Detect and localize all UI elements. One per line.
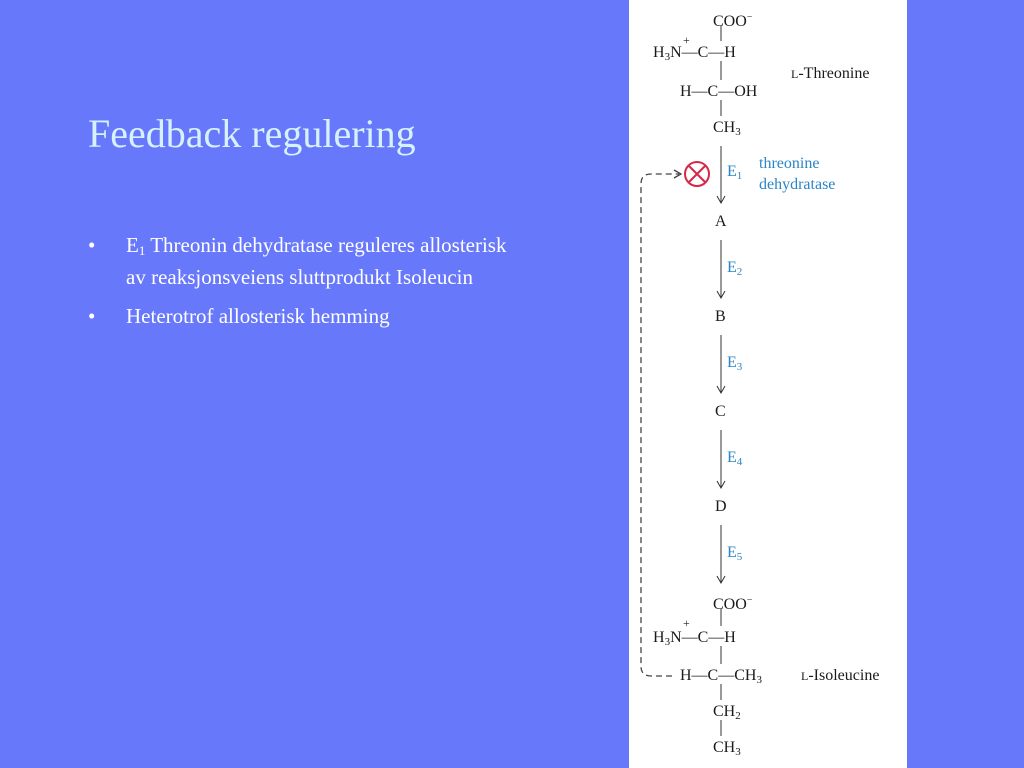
threonine-amino-row: H3N—C—H [653,44,736,64]
enzyme-e2-label: E2 [727,259,743,279]
threonine-name: L-Threonine [791,65,870,82]
threonine-plus-charge: + [683,33,690,47]
arrow-head [716,575,726,585]
pathway-lines [640,26,726,736]
bullet-item-2: • Heterotrof allosterisk hemming [88,303,518,330]
isoleucine-coo: COO− [713,595,753,613]
arrow-head [716,385,726,395]
arrow-head [716,480,726,490]
intermediate-d: D [715,498,727,515]
intermediate-b: B [715,308,726,325]
bullet-marker: • [88,304,96,328]
enzyme-e5-label: E5 [727,544,743,564]
bullet-text: Threonin dehydratase reguleres allosteri… [126,233,507,289]
arrow-head [716,290,726,300]
enzyme-subscript: 1 [138,243,146,258]
threonine-hydroxyl-row: H—C—OH [680,83,758,100]
enzyme-e1-label: E1 [727,163,743,183]
arrow-head [716,195,726,205]
pathway-figure: COO− + H3N—C—H H—C—OH CH3 L-Threonine E1… [629,0,907,768]
slide-title: Feedback regulering [88,111,416,156]
enzyme-e4-label: E4 [727,449,743,469]
bullet-item-1: • E1 Threonin dehydratase reguleres allos… [88,232,518,291]
bullet-list: • E1 Threonin dehydratase reguleres allos… [88,232,518,342]
inhibition-icon [684,161,710,187]
threonine-methyl: CH3 [713,119,741,139]
enzyme-e1-name-line1: threonine [759,155,820,172]
enzyme-e1-name-line2: dehydratase [759,176,836,193]
bullet-text: Heterotrof allosterisk hemming [126,304,390,328]
isoleucine-methyl-row: H—C—CH3 [680,667,762,687]
isoleucine-ch2: CH2 [713,703,741,723]
feedback-arrow-head [673,169,683,179]
isoleucine-plus-charge: + [683,616,690,630]
isoleucine-amino-row: H3N—C—H [653,629,736,649]
isoleucine-ch3: CH3 [713,739,741,759]
enzyme-label: E [126,233,139,257]
enzyme-e3-label: E3 [727,354,743,374]
threonine-coo: COO− [713,12,753,30]
isoleucine-name: L-Isoleucine [801,667,880,684]
feedback-dashed-line [640,173,679,677]
intermediate-c: C [715,403,726,420]
bullet-marker: • [88,233,96,257]
intermediate-a: A [715,213,727,230]
